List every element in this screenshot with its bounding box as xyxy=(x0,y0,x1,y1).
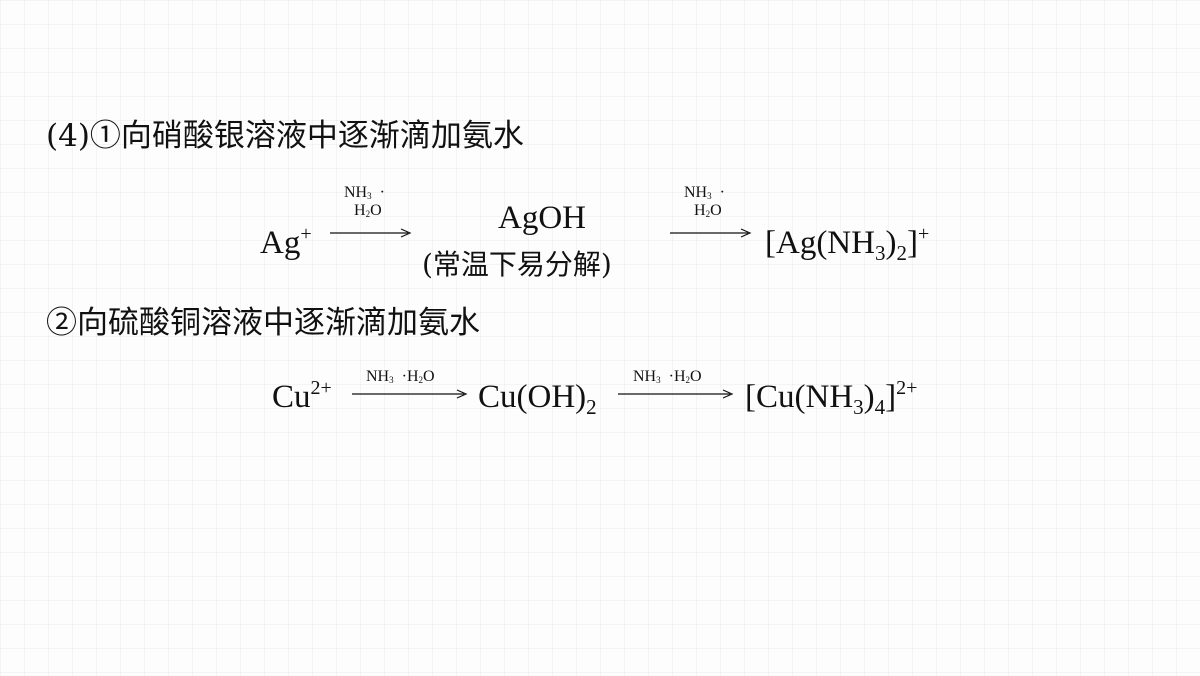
reactant-cu-ion: Cu2+ xyxy=(272,377,332,415)
heading-copper-sulfate: ②向硫酸铜溶液中逐渐滴加氨水 xyxy=(46,305,480,341)
reactant-ag-ion: Ag+ xyxy=(260,223,312,261)
product-copper-ammine: [Cu(NH3)4]2+ xyxy=(745,377,918,419)
reaction-arrow-3 xyxy=(352,389,468,399)
reaction-arrow-4 xyxy=(618,389,734,399)
intermediate-note: (常温下易分解) xyxy=(422,248,612,281)
reaction-arrow-2 xyxy=(670,228,752,238)
intermediate-agoh: AgOH xyxy=(498,200,586,236)
intermediate-copper-hydroxide: Cu(OH)2 xyxy=(478,379,597,419)
heading-silver-nitrate: (4)①向硝酸银溶液中逐渐滴加氨水 xyxy=(46,118,524,154)
reagent-label-2: NH3 · H2O xyxy=(684,184,725,219)
product-silver-ammine: [Ag(NH3)2]+ xyxy=(765,223,930,265)
reagent-label-3: NH3 ·H2O xyxy=(366,368,435,385)
reagent-label-1: NH3 · H2O xyxy=(344,184,385,219)
reagent-label-4: NH3 ·H2O xyxy=(633,368,702,385)
reaction-arrow-1 xyxy=(330,228,412,238)
